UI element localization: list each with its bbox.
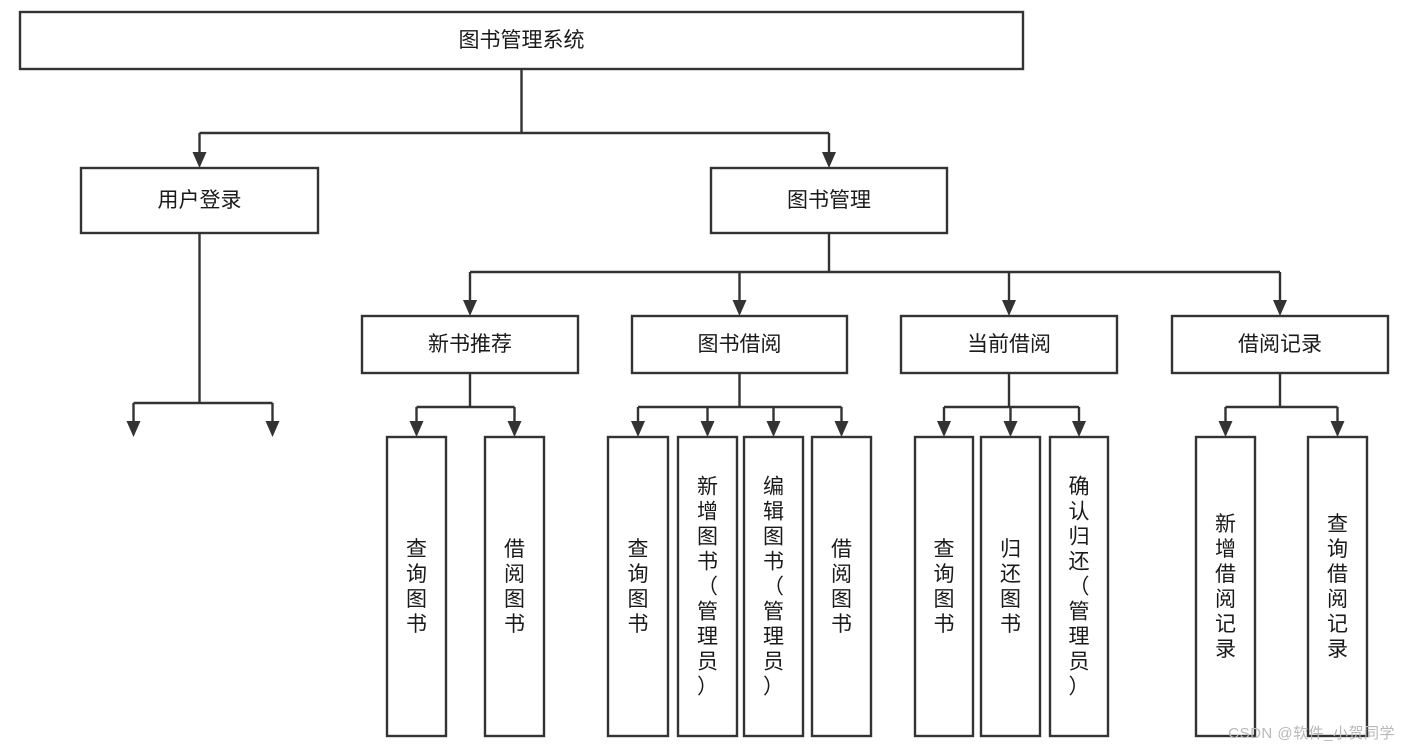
node-label-recommend-query-book: 查询图书	[406, 538, 427, 636]
node-record-add[interactable]: 新增借阅记录	[1194, 435, 1257, 738]
node-label-recommend-borrow-book: 借阅图书	[504, 538, 525, 636]
arrow-icon-record-query	[1330, 421, 1345, 437]
node-root[interactable]: 图书管理系统	[18, 10, 1025, 71]
node-label-borrow-edit-book: 编辑图书（管理员）	[763, 476, 784, 699]
arrow-icon-book-borrow	[732, 300, 747, 316]
node-box-borrow-borrow-book	[810, 435, 873, 738]
node-label-borrow-query-book: 查询图书	[628, 538, 649, 636]
node-label-book-manage: 图书管理	[787, 189, 871, 212]
node-new-book-recommend[interactable]: 新书推荐	[360, 314, 580, 375]
arrow-icon-new-book-recommend	[463, 300, 477, 316]
node-box-borrow-edit-book	[742, 435, 805, 738]
node-box-root	[18, 10, 1025, 71]
arrow-icon-current-query-book	[937, 421, 951, 437]
arrow-icon-record-add	[1218, 421, 1233, 437]
arrow-icon-recommend-query-book	[409, 421, 424, 437]
node-borrow-record[interactable]: 借阅记录	[1170, 314, 1390, 375]
node-borrow-borrow-book[interactable]: 借阅图书	[810, 435, 873, 738]
node-borrow-edit-book[interactable]: 编辑图书（管理员）	[742, 435, 805, 738]
arrow-icon-recommend-borrow-book	[507, 421, 522, 437]
node-box-borrow-query-book	[606, 435, 670, 738]
node-book-manage[interactable]: 图书管理	[709, 166, 949, 235]
node-label-borrow-add-book: 新增图书（管理员）	[697, 476, 718, 699]
node-box-user-login	[79, 166, 320, 235]
node-label-root: 图书管理系统	[459, 29, 585, 52]
node-label-current-borrow: 当前借阅	[967, 333, 1051, 356]
node-box-current-confirm-return	[1048, 435, 1110, 738]
arrow-icon-user-login-do	[126, 421, 141, 437]
node-box-borrow-add-book	[676, 435, 739, 738]
node-current-confirm-return[interactable]: 确认归还（管理员）	[1048, 435, 1110, 738]
node-book-borrow[interactable]: 图书借阅	[630, 314, 849, 375]
arrow-icon-current-borrow	[1002, 300, 1016, 316]
node-recommend-query-book[interactable]: 查询图书	[385, 435, 448, 738]
node-current-query-book[interactable]: 查询图书	[913, 435, 975, 738]
node-label-record-query: 查询借阅记录	[1327, 513, 1348, 661]
arrow-icon-borrow-record	[1273, 300, 1287, 316]
node-label-current-confirm-return: 确认归还（管理员）	[1069, 476, 1090, 699]
arrow-icon-borrow-add-book	[700, 421, 715, 437]
node-box-recommend-query-book	[385, 435, 448, 738]
arrow-icon-book-manage	[822, 152, 836, 168]
node-box-recommend-borrow-book	[483, 435, 546, 738]
node-label-borrow-borrow-book: 借阅图书	[831, 538, 852, 636]
node-borrow-query-book[interactable]: 查询图书	[606, 435, 670, 738]
watermark-label: CSDN @软件_小贺同学	[1228, 725, 1395, 742]
arrow-icon-current-return-book	[1003, 421, 1018, 437]
node-current-return-book[interactable]: 归还图书	[979, 435, 1042, 738]
node-box-book-borrow	[630, 314, 849, 375]
arrow-icon-user-logout	[265, 421, 280, 437]
node-box-current-query-book	[913, 435, 975, 738]
node-borrow-add-book[interactable]: 新增图书（管理员）	[676, 435, 739, 738]
arrow-icon-current-confirm-return	[1072, 421, 1086, 437]
arrow-icon-user-login	[192, 152, 207, 168]
node-recommend-borrow-book[interactable]: 借阅图书	[483, 435, 546, 738]
node-user-login[interactable]: 用户登录	[79, 166, 320, 235]
node-label-book-borrow: 图书借阅	[698, 333, 782, 356]
arrow-icon-borrow-query-book	[631, 421, 645, 437]
arrow-icon-borrow-borrow-book	[834, 421, 849, 437]
node-label-current-return-book: 归还图书	[1000, 538, 1021, 636]
node-label-record-add: 新增借阅记录	[1215, 513, 1236, 661]
node-label-borrow-record: 借阅记录	[1238, 333, 1322, 356]
node-box-current-return-book	[979, 435, 1042, 738]
node-label-current-query-book: 查询图书	[934, 538, 955, 636]
arrow-icon-borrow-edit-book	[766, 421, 781, 437]
node-box-record-add	[1194, 435, 1257, 738]
node-record-query[interactable]: 查询借阅记录	[1306, 435, 1369, 738]
node-label-user-login: 用户登录	[158, 189, 242, 212]
node-box-record-query	[1306, 435, 1369, 738]
node-current-borrow[interactable]: 当前借阅	[899, 314, 1119, 375]
node-label-new-book-recommend: 新书推荐	[428, 333, 512, 356]
